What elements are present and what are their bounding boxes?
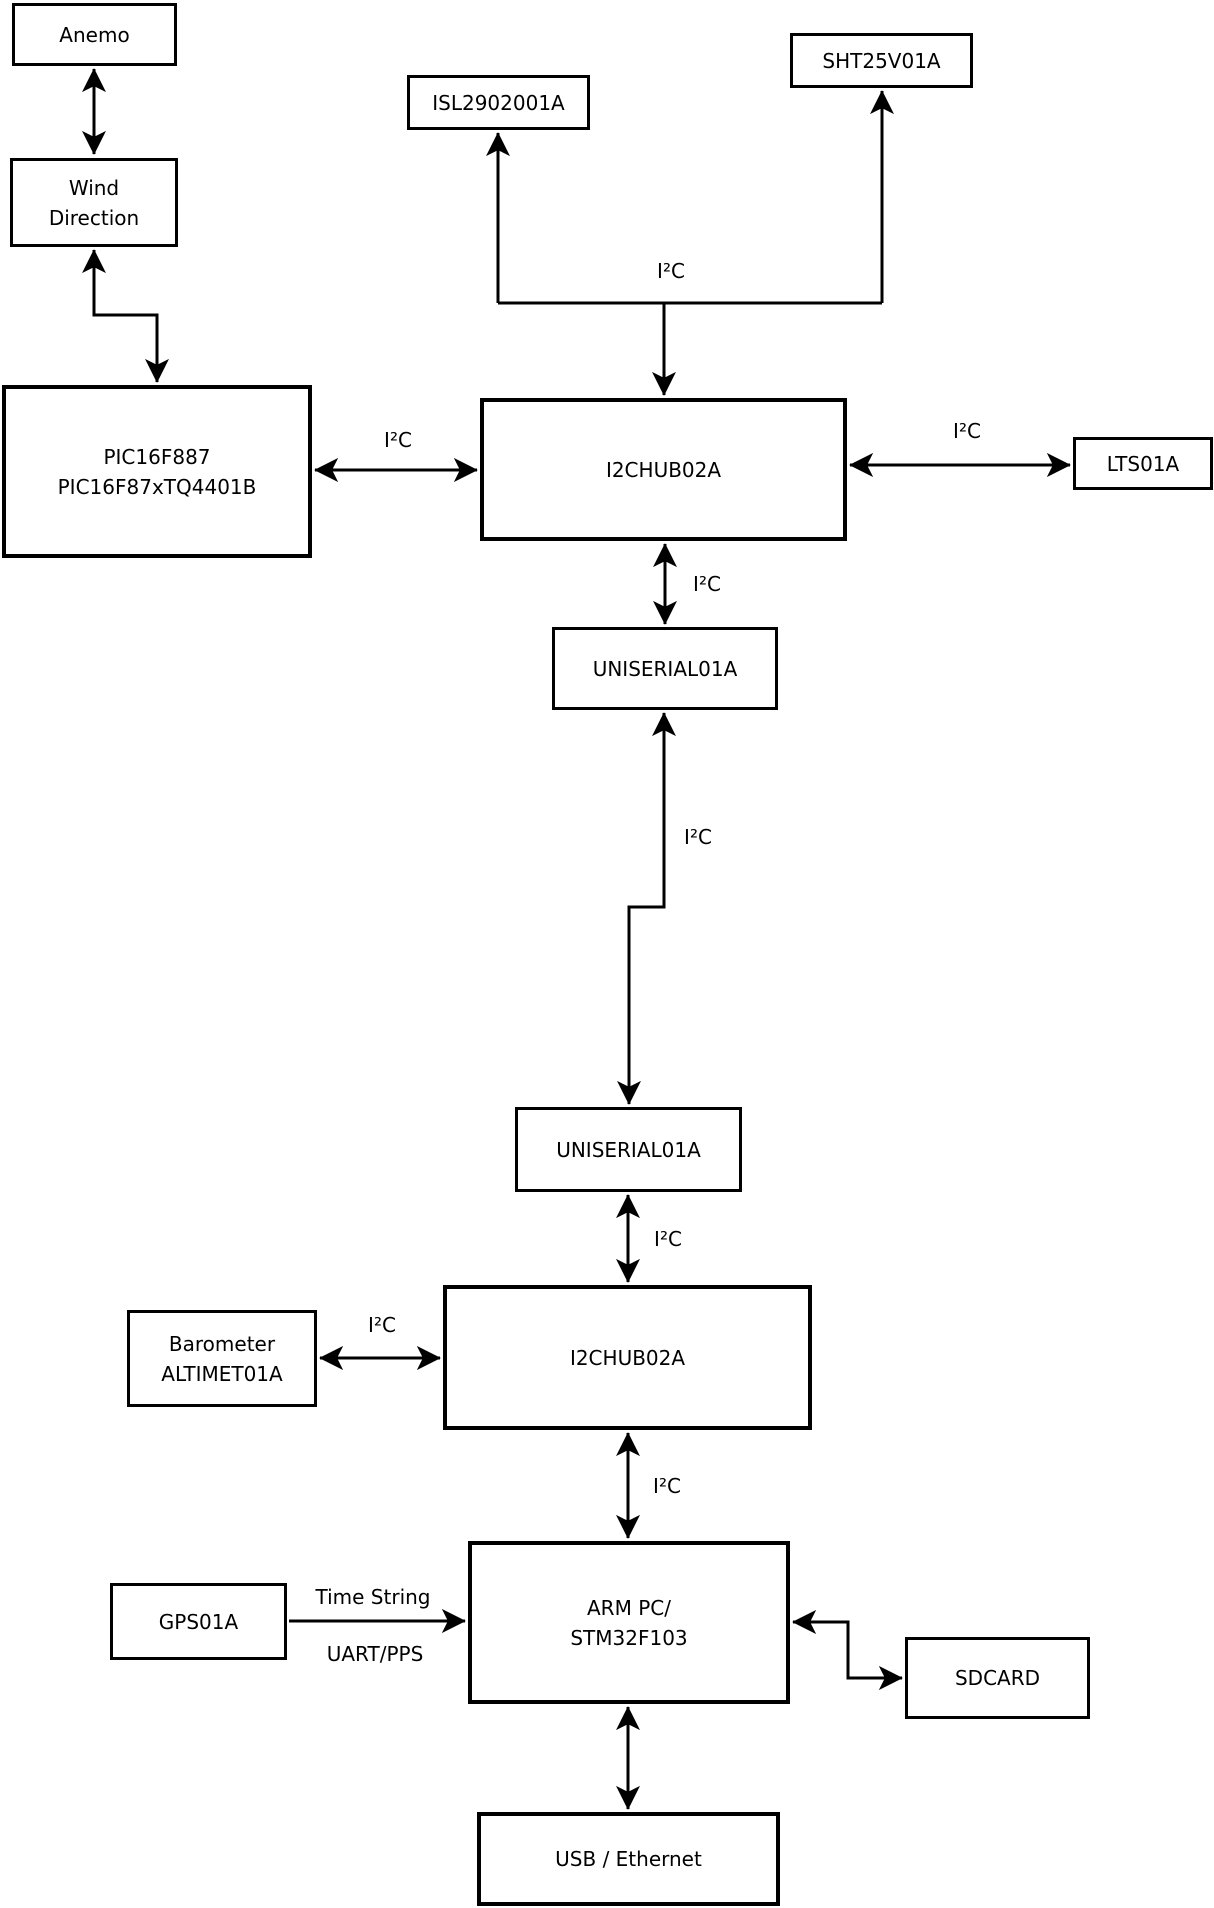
- node-sdcard-label: SDCARD: [954, 1666, 1041, 1690]
- node-uniserial01a-bottom-label: UNISERIAL01A: [556, 1137, 701, 1162]
- node-sdcard: SDCARD: [905, 1637, 1090, 1719]
- node-i2chub02a-bottom-label: I2CHUB02A: [569, 1345, 686, 1370]
- node-i2chub02a-top: I2CHUB02A: [480, 398, 847, 541]
- node-uniserial01a-top: UNISERIAL01A: [552, 627, 778, 710]
- node-gps01a: GPS01A: [110, 1583, 287, 1660]
- node-i2chub02a-bottom: I2CHUB02A: [443, 1285, 812, 1430]
- node-isl2902001a: ISL2902001A: [407, 75, 590, 130]
- node-i2chub02a-top-label: I2CHUB02A: [605, 457, 722, 482]
- connector-uniserial1-uniserial2: [617, 712, 676, 1105]
- node-barometer-altimet01a-label: Barometer ALTIMET01A: [161, 1331, 283, 1386]
- edge-label-uart-pps: UART/PPS: [326, 1642, 424, 1666]
- node-gps01a-label: GPS01A: [158, 1609, 239, 1634]
- node-sht25v01a-label: SHT25V01A: [822, 48, 941, 73]
- node-pic16f887-label: PIC16F887 PIC16F87xTQ4401B: [57, 444, 257, 499]
- node-pic16f887: PIC16F887 PIC16F87xTQ4401B: [2, 385, 312, 558]
- node-anemo: Anemo: [12, 3, 177, 66]
- edge-label-i2c-uniserial-hub2: I²C: [654, 1227, 682, 1251]
- node-barometer-altimet01a: Barometer ALTIMET01A: [127, 1310, 317, 1407]
- node-wind-direction: Wind Direction: [10, 158, 178, 247]
- edge-label-i2c-long-link: I²C: [684, 825, 712, 849]
- node-usb-ethernet: USB / Ethernet: [477, 1812, 780, 1906]
- node-anemo-label: Anemo: [59, 22, 130, 47]
- node-usb-ethernet-label: USB / Ethernet: [555, 1847, 702, 1871]
- edge-label-time-string: Time String: [315, 1585, 431, 1609]
- edge-label-i2c-hub-lts: I²C: [953, 419, 981, 443]
- edge-label-i2c-hub2-arm: I²C: [653, 1474, 681, 1498]
- connector-wind-pic: [82, 249, 169, 383]
- node-lts01a: LTS01A: [1073, 437, 1213, 490]
- node-uniserial01a-top-label: UNISERIAL01A: [592, 656, 738, 681]
- node-lts01a-label: LTS01A: [1106, 451, 1180, 476]
- connector-arm-sdcard: [792, 1610, 903, 1690]
- node-arm-pc-stm32f103: ARM PC/ STM32F103: [468, 1541, 790, 1704]
- node-uniserial01a-bottom: UNISERIAL01A: [515, 1107, 742, 1192]
- edge-label-i2c-barometer: I²C: [368, 1313, 396, 1337]
- edge-label-i2c-top-bus: I²C: [657, 259, 685, 283]
- node-sht25v01a: SHT25V01A: [790, 33, 973, 88]
- node-wind-direction-label: Wind Direction: [48, 175, 140, 230]
- edge-label-i2c-pic-hub: I²C: [384, 428, 412, 452]
- node-arm-pc-stm32f103-label: ARM PC/ STM32F103: [570, 1595, 688, 1650]
- edge-label-i2c-hub-uniserial: I²C: [693, 572, 721, 596]
- node-isl2902001a-label: ISL2902001A: [432, 90, 565, 115]
